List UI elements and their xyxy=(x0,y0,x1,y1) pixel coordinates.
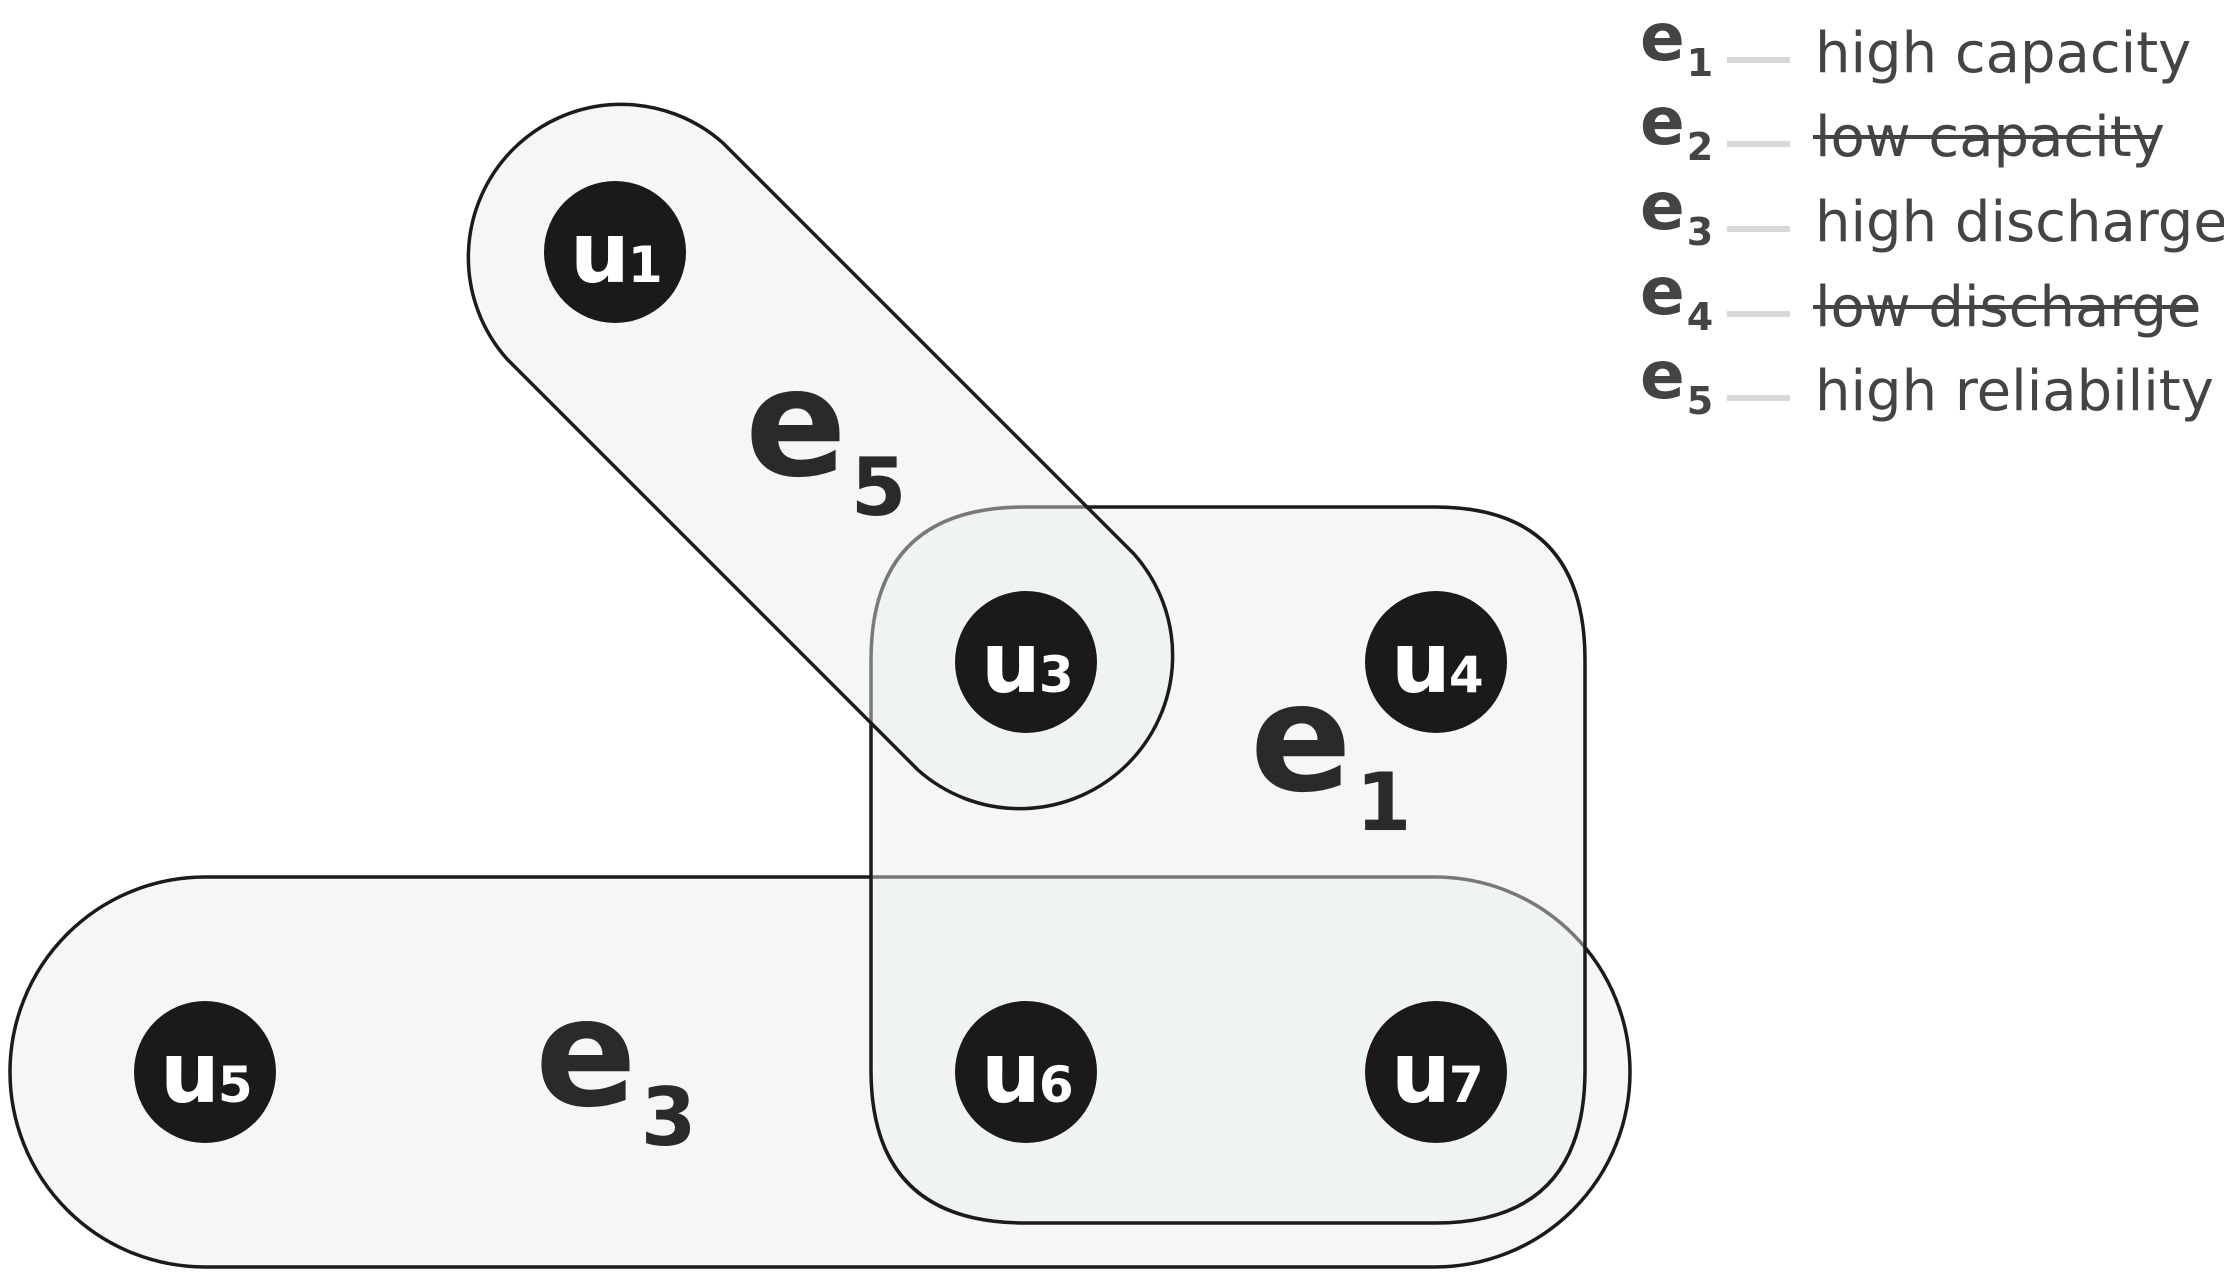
node-u3: u3 xyxy=(955,591,1097,733)
svg-text:u3: u3 xyxy=(981,614,1074,712)
node-u6: u6 xyxy=(955,1001,1097,1143)
svg-text:e2: e2 xyxy=(1640,83,1713,169)
node-u7: u7 xyxy=(1365,1001,1507,1143)
legend-item-e4: e4 low discharge xyxy=(1640,253,2201,340)
svg-text:e5: e5 xyxy=(1640,337,1713,423)
legend-text-e1: high capacity xyxy=(1815,21,2191,86)
svg-text:u7: u7 xyxy=(1391,1024,1484,1122)
legend-text-e5: high reliability xyxy=(1815,359,2214,424)
node-u1: u1 xyxy=(544,181,686,323)
legend-item-e1: e1 high capacity xyxy=(1640,0,2191,86)
hyperedge-e1-label: e1 xyxy=(1250,652,1411,849)
legend-item-e2: e2 low capacity xyxy=(1640,83,2165,170)
svg-text:e1: e1 xyxy=(1640,0,1713,85)
node-u4: u4 xyxy=(1365,591,1507,733)
legend-item-e5: e5 high reliability xyxy=(1640,337,2214,424)
svg-text:u6: u6 xyxy=(981,1024,1074,1122)
hyperedge-e3-region xyxy=(8,875,1632,1269)
legend-text-e3: high discharge xyxy=(1815,190,2224,255)
node-u5: u5 xyxy=(134,1001,276,1143)
legend-item-e3: e3 high discharge xyxy=(1640,168,2224,255)
svg-text:e4: e4 xyxy=(1640,253,1713,339)
legend: e1 high capacity e2 low capacity e3 high… xyxy=(1640,0,2224,424)
svg-text:e3: e3 xyxy=(1640,168,1713,254)
svg-text:u1: u1 xyxy=(570,204,663,302)
hyperedge-e3-label: e3 xyxy=(535,967,696,1164)
svg-text:u5: u5 xyxy=(160,1024,253,1122)
hyperedge-e5-label: e5 xyxy=(745,337,906,534)
svg-text:u4: u4 xyxy=(1391,614,1484,712)
